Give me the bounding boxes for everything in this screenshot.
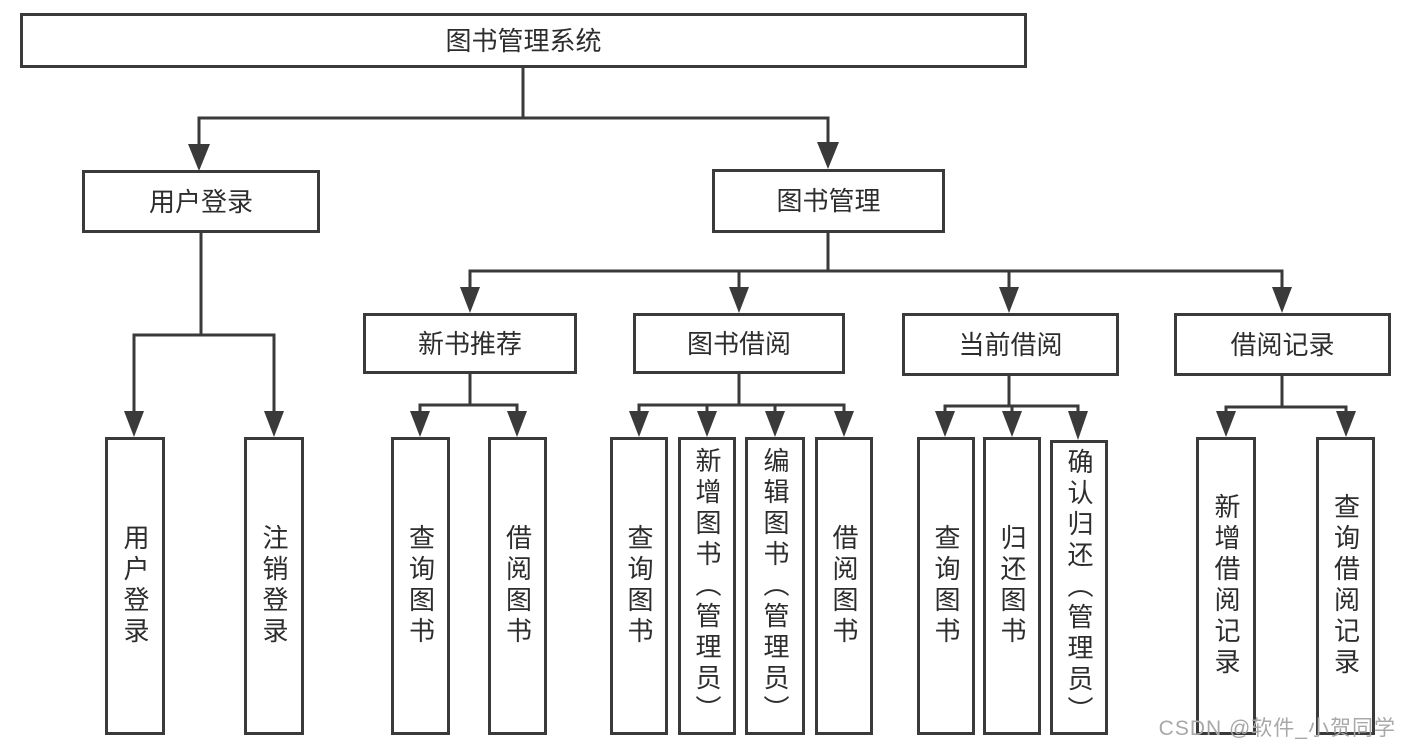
node-label: 图书管理 [776,186,881,216]
csdn-watermark: CSDN @软件_小贺同学 [1158,717,1396,740]
node-query-borrowing-record: 查询借阅记录 [1316,437,1375,735]
node-borrowing-records: 借阅记录 [1174,313,1391,376]
node-add-books-admin: 新增图书（管理员） [678,437,736,735]
node-user-login-action: 用户登录 [105,437,165,735]
node-label: 当前借阅 [958,329,1063,360]
node-user-login: 用户登录 [82,170,320,233]
node-label: 新增借阅记录 [1211,493,1241,679]
node-label: 图书借阅 [686,328,791,359]
node-query-books-recommend: 查询图书 [391,437,450,735]
node-label: 用户登录 [148,186,253,217]
node-label: 用户登录 [120,524,150,648]
node-query-books-borrowing: 查询图书 [610,437,668,735]
node-confirm-return-admin: 确认归还（管理员） [1050,440,1108,735]
node-label: 编辑图书（管理员） [760,446,790,726]
node-label: 借阅图书 [502,524,533,648]
node-label: 新书推荐 [417,328,522,359]
node-borrow-books-recommend: 借阅图书 [488,437,547,735]
node-label: 借阅记录 [1230,329,1335,360]
node-logout: 注销登录 [244,437,304,735]
node-borrow-books-borrowing: 借阅图书 [815,437,873,735]
node-label: 确认归还（管理员） [1064,448,1094,727]
node-label: 借阅图书 [829,524,859,648]
node-book-management: 图书管理 [712,169,945,233]
node-return-books: 归还图书 [983,437,1041,735]
node-edit-books-admin: 编辑图书（管理员） [745,437,805,735]
node-label: 归还图书 [997,524,1027,648]
node-label: 注销登录 [259,524,289,648]
node-label: 查询图书 [624,524,654,648]
node-query-books-current: 查询图书 [917,437,975,735]
node-label: 图书管理系统 [445,25,602,56]
node-label: 查询图书 [405,524,436,648]
node-add-borrowing-record: 新增借阅记录 [1196,437,1256,735]
node-label: 查询图书 [931,524,961,648]
node-new-book-recommend: 新书推荐 [363,313,577,374]
node-label: 新增图书（管理员） [692,446,722,726]
node-label: 查询借阅记录 [1330,493,1361,679]
node-book-borrowing: 图书借阅 [633,313,845,374]
node-current-borrowing: 当前借阅 [902,313,1119,376]
node-library-management-system: 图书管理系统 [20,13,1027,68]
